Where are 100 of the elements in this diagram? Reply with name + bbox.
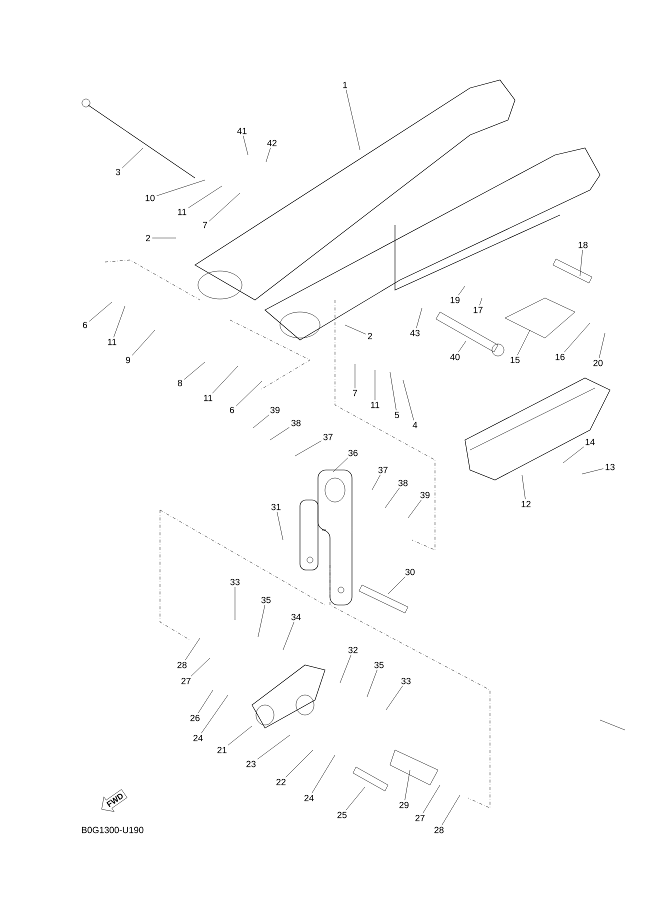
leader-line (257, 734, 290, 760)
callout-number: 18 (578, 242, 588, 248)
callout-number: 11 (108, 338, 116, 346)
callout-number: 29 (399, 802, 409, 808)
callout-number: 1 (343, 82, 348, 88)
leader-line (243, 136, 248, 156)
callout-number: 20 (593, 360, 603, 366)
leader-line (198, 690, 214, 714)
leader-line (408, 500, 422, 518)
callout-number: 24 (193, 734, 203, 742)
callout-number: 35 (374, 662, 384, 668)
leader-line (266, 148, 271, 162)
drawing-code: B0G1300-U190 (82, 826, 144, 834)
leader-line (212, 366, 238, 394)
leader-line (562, 446, 584, 464)
callout-number: 13 (606, 464, 615, 470)
leader-line (390, 372, 396, 410)
callout-number: 12 (522, 500, 531, 508)
callout-number: 39 (270, 406, 280, 414)
leader-line (346, 90, 360, 150)
callout-number: 31 (271, 504, 281, 510)
callout-number: 15 (510, 356, 520, 364)
callout-number: 9 (126, 356, 130, 364)
callout-number: 33 (230, 578, 240, 586)
leader-line (522, 474, 526, 500)
callout-number: 27 (181, 678, 191, 684)
leader-line (270, 427, 290, 440)
leader-line (422, 784, 440, 814)
leader-line (228, 726, 252, 746)
callout-number: 14 (586, 438, 595, 446)
leader-line (388, 576, 406, 594)
leader-line (201, 694, 228, 734)
leader-line (354, 364, 356, 388)
leader-line (234, 586, 236, 620)
leader-line (374, 370, 376, 400)
leader-line (252, 414, 270, 428)
leader-line (517, 330, 530, 356)
leader-line (132, 330, 156, 356)
callout-number: 37 (378, 466, 388, 474)
leader-line (209, 192, 240, 222)
leader-line (416, 308, 422, 328)
callout-number: 41 (237, 128, 247, 134)
callout-number: 23 (246, 760, 256, 768)
leader-line (458, 340, 466, 352)
callout-number: 36 (348, 450, 358, 456)
callout-number: 28 (434, 826, 444, 834)
leader-line (479, 298, 482, 306)
callout-number: 34 (291, 614, 301, 620)
leader-line (258, 604, 266, 638)
leader-line (458, 286, 466, 296)
callout-number: 26 (190, 714, 200, 722)
leader-line (89, 302, 112, 322)
callout-number: 33 (401, 678, 411, 684)
leader-line (402, 380, 414, 420)
callout-number: 2 (146, 234, 150, 242)
leader-line (346, 786, 366, 810)
callout-number: 8 (178, 380, 182, 386)
leader-line (442, 794, 460, 826)
callout-number: 11 (178, 208, 186, 216)
leader-line (122, 148, 144, 168)
callout-number: 32 (348, 646, 358, 654)
callout-number: 28 (177, 662, 187, 668)
leader-line (332, 458, 348, 472)
leader-line (344, 324, 366, 334)
callout-number: 24 (304, 794, 314, 802)
callout-number: 11 (204, 394, 212, 402)
callout-number: 38 (291, 420, 301, 426)
callout-number: 27 (415, 814, 425, 822)
callout-number: 3 (116, 168, 120, 176)
callout-number: 5 (394, 412, 400, 418)
callout-number: 30 (405, 568, 415, 576)
callout-number: 22 (276, 778, 286, 786)
callout-number: 39 (420, 492, 430, 498)
leader-line (366, 670, 378, 698)
leader-line (156, 180, 206, 196)
callout-number: 17 (474, 306, 483, 314)
callout-number: 37 (323, 434, 333, 440)
callout-number: 6 (82, 322, 88, 328)
callout-number: 7 (352, 390, 358, 396)
leader-line (384, 488, 400, 508)
callout-number: 2 (368, 332, 372, 340)
callout-number: 4 (412, 422, 418, 428)
leader-line (564, 322, 590, 352)
callout-number: 35 (261, 596, 271, 604)
leader-line (386, 686, 403, 710)
leader-line (282, 622, 294, 650)
callout-number: 25 (337, 812, 347, 818)
leader-line (598, 332, 606, 358)
leader-line (404, 770, 410, 800)
callout-number: 10 (146, 194, 155, 202)
callout-number: 38 (398, 480, 408, 486)
leader-line (294, 440, 322, 456)
leader-line (185, 638, 200, 660)
leader-line (340, 654, 352, 684)
callout-number: 19 (450, 296, 460, 304)
leader-line (276, 512, 284, 540)
callout-number: 43 (410, 330, 420, 336)
callout-number: 40 (450, 354, 460, 360)
leader-line (236, 380, 262, 406)
leader-line (114, 306, 126, 338)
